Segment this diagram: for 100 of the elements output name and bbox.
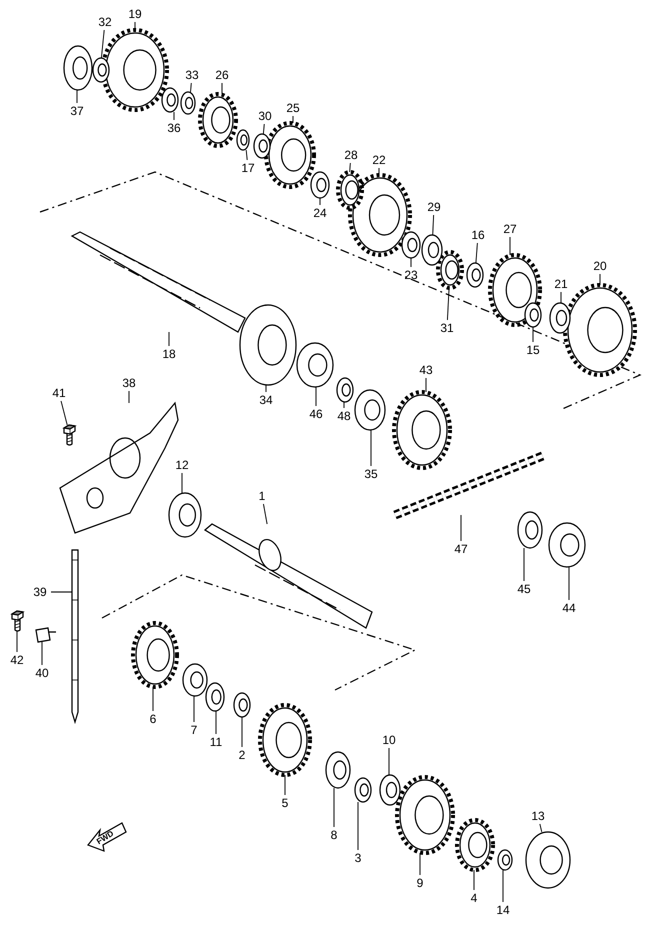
callout-number: 2 <box>231 748 253 762</box>
washer-ring <box>497 849 513 871</box>
callout-number: 19 <box>124 6 146 22</box>
washer-ring <box>466 262 484 288</box>
leader-line <box>76 90 78 104</box>
leader-line <box>152 686 154 712</box>
callout-number: 47 <box>450 542 472 556</box>
gear <box>198 92 238 148</box>
washer-ring <box>549 302 571 334</box>
bearing <box>296 342 334 388</box>
leader-line <box>60 400 68 426</box>
chain <box>393 450 547 520</box>
leader-line <box>446 288 450 320</box>
leader-line <box>100 30 105 58</box>
washer-ring <box>253 133 271 159</box>
washer-ring <box>310 171 330 199</box>
washer-ring <box>421 234 443 266</box>
callout-number: 29 <box>423 200 445 214</box>
callout-number: 23 <box>400 268 422 282</box>
callout-number: 40 <box>31 666 53 680</box>
leader-line <box>378 168 380 176</box>
leader-line <box>246 150 248 160</box>
leader-line <box>502 870 504 902</box>
gear <box>336 170 364 210</box>
callout-number: 35 <box>360 466 382 482</box>
callout-number: 32 <box>94 14 116 30</box>
leader-line <box>532 326 534 342</box>
callout-number: 34 <box>255 392 277 408</box>
washer-ring <box>233 692 251 718</box>
bearing <box>548 522 586 568</box>
washer-ring <box>354 777 372 803</box>
direction-label: FWD <box>95 828 116 846</box>
callout-number: 43 <box>415 362 437 378</box>
gear <box>348 173 412 257</box>
callout-number: 3 <box>347 850 369 866</box>
bearing <box>63 45 93 91</box>
callout-number: 8 <box>323 828 345 842</box>
washer-ring <box>182 663 208 697</box>
leader-line <box>284 774 286 796</box>
gear <box>488 253 542 327</box>
leader-line <box>349 162 351 172</box>
leader-line <box>262 124 265 134</box>
callout-number: 33 <box>181 68 203 82</box>
gear <box>395 775 455 855</box>
leader-line <box>128 390 130 404</box>
callout-number: 36 <box>163 120 185 136</box>
leader-line <box>410 258 412 268</box>
callout-number: 9 <box>409 876 431 890</box>
gear <box>101 28 169 112</box>
callout-number: 41 <box>48 386 70 400</box>
callout-number: 39 <box>29 584 51 600</box>
leader-line <box>134 22 136 30</box>
callout-number: 44 <box>558 600 580 616</box>
callout-number: 17 <box>237 160 259 176</box>
leader-line <box>568 566 570 600</box>
gear <box>436 250 464 290</box>
callout-number: 5 <box>274 796 296 810</box>
leader-line <box>263 504 268 524</box>
callout-number: 31 <box>436 320 458 336</box>
callout-number: 26 <box>211 68 233 82</box>
bearing <box>525 831 571 889</box>
callout-number: 13 <box>527 808 549 824</box>
washer-ring <box>236 129 250 151</box>
bearing <box>239 304 297 386</box>
washer-ring <box>161 87 179 113</box>
callout-number: 37 <box>66 104 88 118</box>
washer-ring <box>517 511 543 549</box>
callout-number: 21 <box>550 276 572 292</box>
leader-line <box>475 242 478 264</box>
callout-number: 20 <box>589 258 611 274</box>
callout-number: 25 <box>282 100 304 116</box>
leader-line <box>560 292 562 304</box>
callout-number: 22 <box>368 152 390 168</box>
callout-number: 12 <box>171 458 193 472</box>
callout-number: 4 <box>463 890 485 906</box>
gear <box>392 390 452 470</box>
bolt <box>62 424 77 446</box>
callout-number: 48 <box>333 408 355 424</box>
callout-number: 46 <box>305 406 327 422</box>
callout-number: 10 <box>378 732 400 748</box>
bearing <box>168 492 202 538</box>
washer-ring <box>401 231 421 259</box>
washer-ring <box>92 57 110 83</box>
washer-ring <box>325 751 351 789</box>
washer-ring <box>336 377 354 403</box>
callout-number: 16 <box>467 228 489 242</box>
callout-number: 30 <box>254 108 276 124</box>
callout-number: 28 <box>340 148 362 162</box>
washer-ring <box>524 302 542 328</box>
gear <box>258 703 312 777</box>
callout-number: 6 <box>142 712 164 726</box>
leader-line <box>460 514 462 542</box>
leader-line <box>388 748 390 776</box>
callout-number: 24 <box>309 206 331 220</box>
bearing <box>354 389 386 431</box>
callout-number: 15 <box>522 342 544 358</box>
leader-line <box>370 430 372 466</box>
gear <box>131 621 179 689</box>
washer-ring <box>379 774 401 806</box>
callout-number: 38 <box>118 376 140 390</box>
